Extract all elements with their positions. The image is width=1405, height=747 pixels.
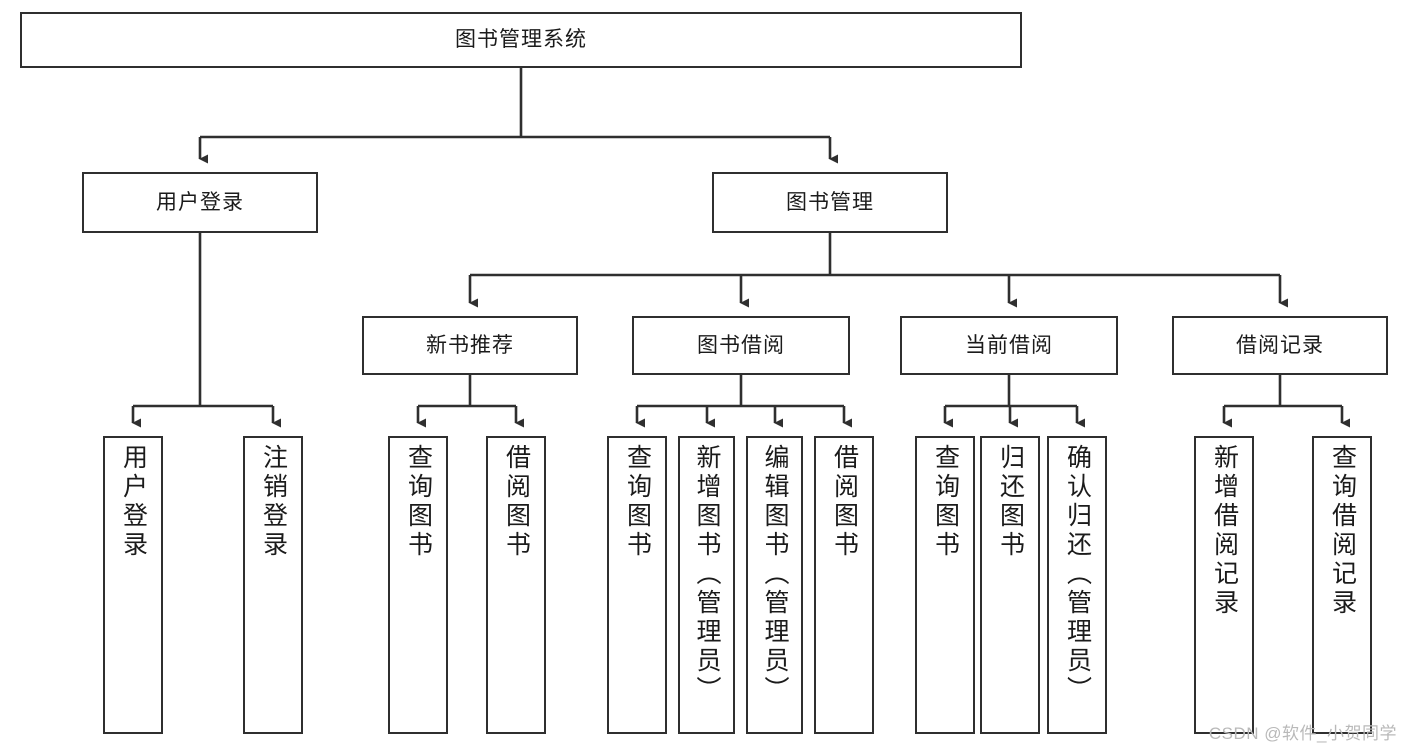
node-root[interactable]: 图书管理系统	[20, 12, 1022, 68]
node-label: 查询图书	[931, 444, 960, 560]
node-label: 图书借阅	[697, 333, 785, 357]
node-b-query[interactable]: 查询图书	[607, 436, 667, 734]
node-label: 当前借阅	[965, 333, 1053, 357]
node-label: 查询借阅记录	[1328, 444, 1357, 618]
node-label: 注销登录	[259, 444, 288, 560]
node-b-add[interactable]: 新增图书（管理员）	[678, 436, 735, 734]
node-n-borrow[interactable]: 借阅图书	[486, 436, 546, 734]
node-label: 图书管理系统	[455, 28, 587, 52]
node-label: 归还图书	[996, 444, 1025, 560]
node-label: 用户登录	[119, 444, 148, 560]
node-label: 借阅记录	[1236, 333, 1324, 357]
node-label: 确认归还（管理员）	[1063, 444, 1092, 705]
node-label: 新书推荐	[426, 333, 514, 357]
node-borrow[interactable]: 图书借阅	[632, 316, 850, 375]
node-records[interactable]: 借阅记录	[1172, 316, 1388, 375]
node-c-query[interactable]: 查询图书	[915, 436, 975, 734]
node-b-borrow[interactable]: 借阅图书	[814, 436, 874, 734]
node-label: 借阅图书	[502, 444, 531, 560]
node-bookmgmt[interactable]: 图书管理	[712, 172, 948, 233]
watermark-label: CSDN @软件_小贺同学	[1208, 724, 1397, 743]
node-newbooks[interactable]: 新书推荐	[362, 316, 578, 375]
node-r-add[interactable]: 新增借阅记录	[1194, 436, 1254, 734]
node-c-return[interactable]: 归还图书	[980, 436, 1040, 734]
node-current[interactable]: 当前借阅	[900, 316, 1118, 375]
node-b-edit[interactable]: 编辑图书（管理员）	[746, 436, 803, 734]
node-r-query[interactable]: 查询借阅记录	[1312, 436, 1372, 734]
node-label: 用户登录	[156, 190, 244, 214]
node-l-logout[interactable]: 注销登录	[243, 436, 303, 734]
node-label: 新增图书（管理员）	[693, 444, 721, 705]
node-n-query[interactable]: 查询图书	[388, 436, 448, 734]
node-c-confirm[interactable]: 确认归还（管理员）	[1047, 436, 1107, 734]
node-login[interactable]: 用户登录	[82, 172, 318, 233]
node-label: 编辑图书（管理员）	[761, 444, 789, 705]
node-label: 借阅图书	[830, 444, 859, 560]
node-label: 图书管理	[786, 190, 874, 214]
node-l-login[interactable]: 用户登录	[103, 436, 163, 734]
node-label: 新增借阅记录	[1210, 444, 1239, 618]
node-label: 查询图书	[623, 444, 652, 560]
node-label: 查询图书	[404, 444, 433, 560]
